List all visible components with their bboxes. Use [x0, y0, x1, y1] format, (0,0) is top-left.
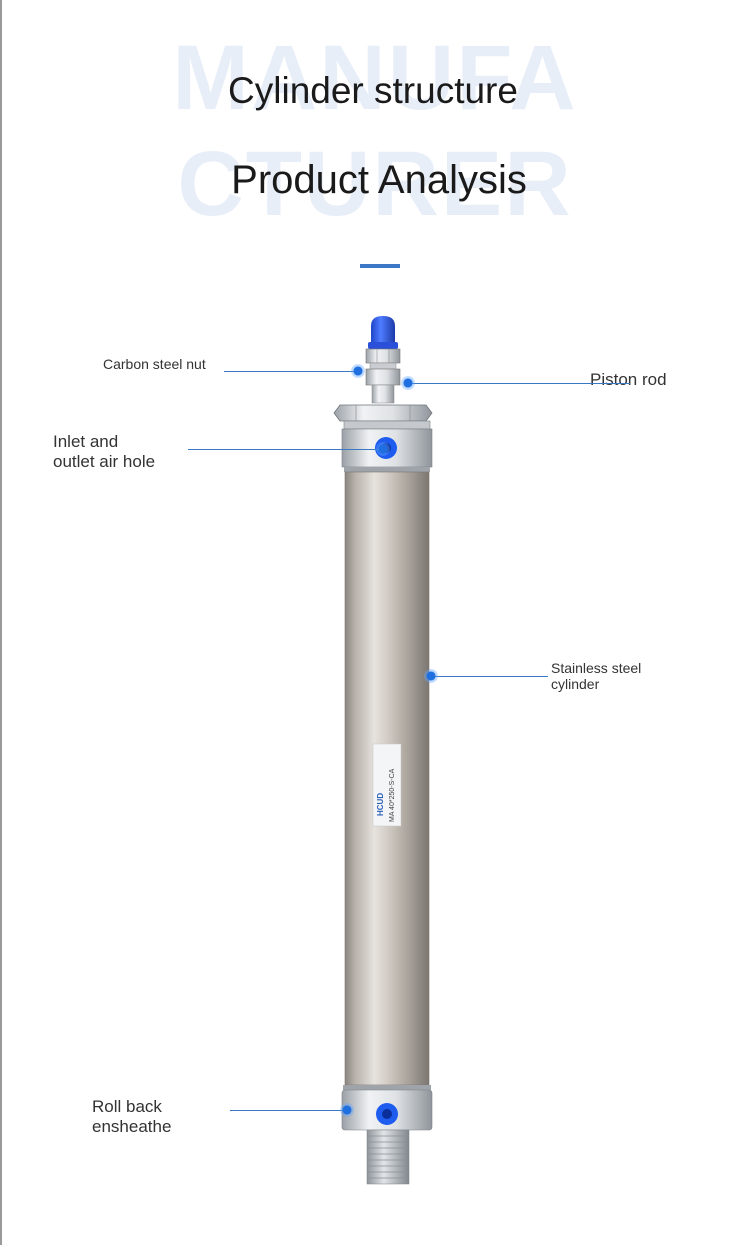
callout-label-roll-back-ensheathe: Roll back ensheathe [92, 1097, 172, 1136]
hex-nut-part [333, 404, 433, 422]
rod-blue-cap [368, 316, 398, 349]
barrel-label-brand: HCUD [376, 793, 385, 816]
title-accent-bar [360, 264, 400, 268]
callout-label-piston-rod: Piston rod [590, 370, 667, 389]
callout-line-piston-rod [408, 383, 630, 384]
piston-rod-part [371, 384, 395, 404]
callout-line-roll-back-ensheathe [230, 1110, 347, 1111]
background-watermark-word: MANUFA [172, 27, 578, 129]
callout-label-stainless-steel-cylinder: Stainless steel cylinder [551, 660, 642, 693]
title-product-analysis: Product Analysis [231, 158, 527, 202]
left-border [0, 0, 2, 1245]
callout-line-carbon-steel-nut [224, 371, 358, 372]
callout-marker-inlet-outlet-air-hole [376, 442, 390, 456]
background-watermark-word: CTURER [177, 133, 573, 235]
barrel-model-label: HCUD MA 40*250-S-CA [372, 743, 402, 827]
callout-line-inlet-outlet-air-hole [188, 449, 383, 450]
callout-label-inlet-outlet-air-hole: Inlet and outlet air hole [53, 432, 156, 471]
barrel-label-model: MA 40*250-S-CA [389, 768, 396, 822]
callout-line-stainless-steel-cylinder [431, 676, 548, 677]
callout-label-carbon-steel-nut: Carbon steel nut [103, 356, 206, 372]
carbon-steel-nut-part [365, 348, 401, 386]
rear-end-cap [341, 1085, 433, 1131]
callout-marker-piston-rod [401, 376, 415, 390]
callout-marker-carbon-steel-nut [351, 364, 365, 378]
rear-thread-stud [366, 1129, 410, 1185]
callout-marker-stainless-steel-cylinder [424, 669, 438, 683]
callout-marker-roll-back-ensheathe [340, 1103, 354, 1117]
title-cylinder-structure: Cylinder structure [228, 70, 518, 111]
